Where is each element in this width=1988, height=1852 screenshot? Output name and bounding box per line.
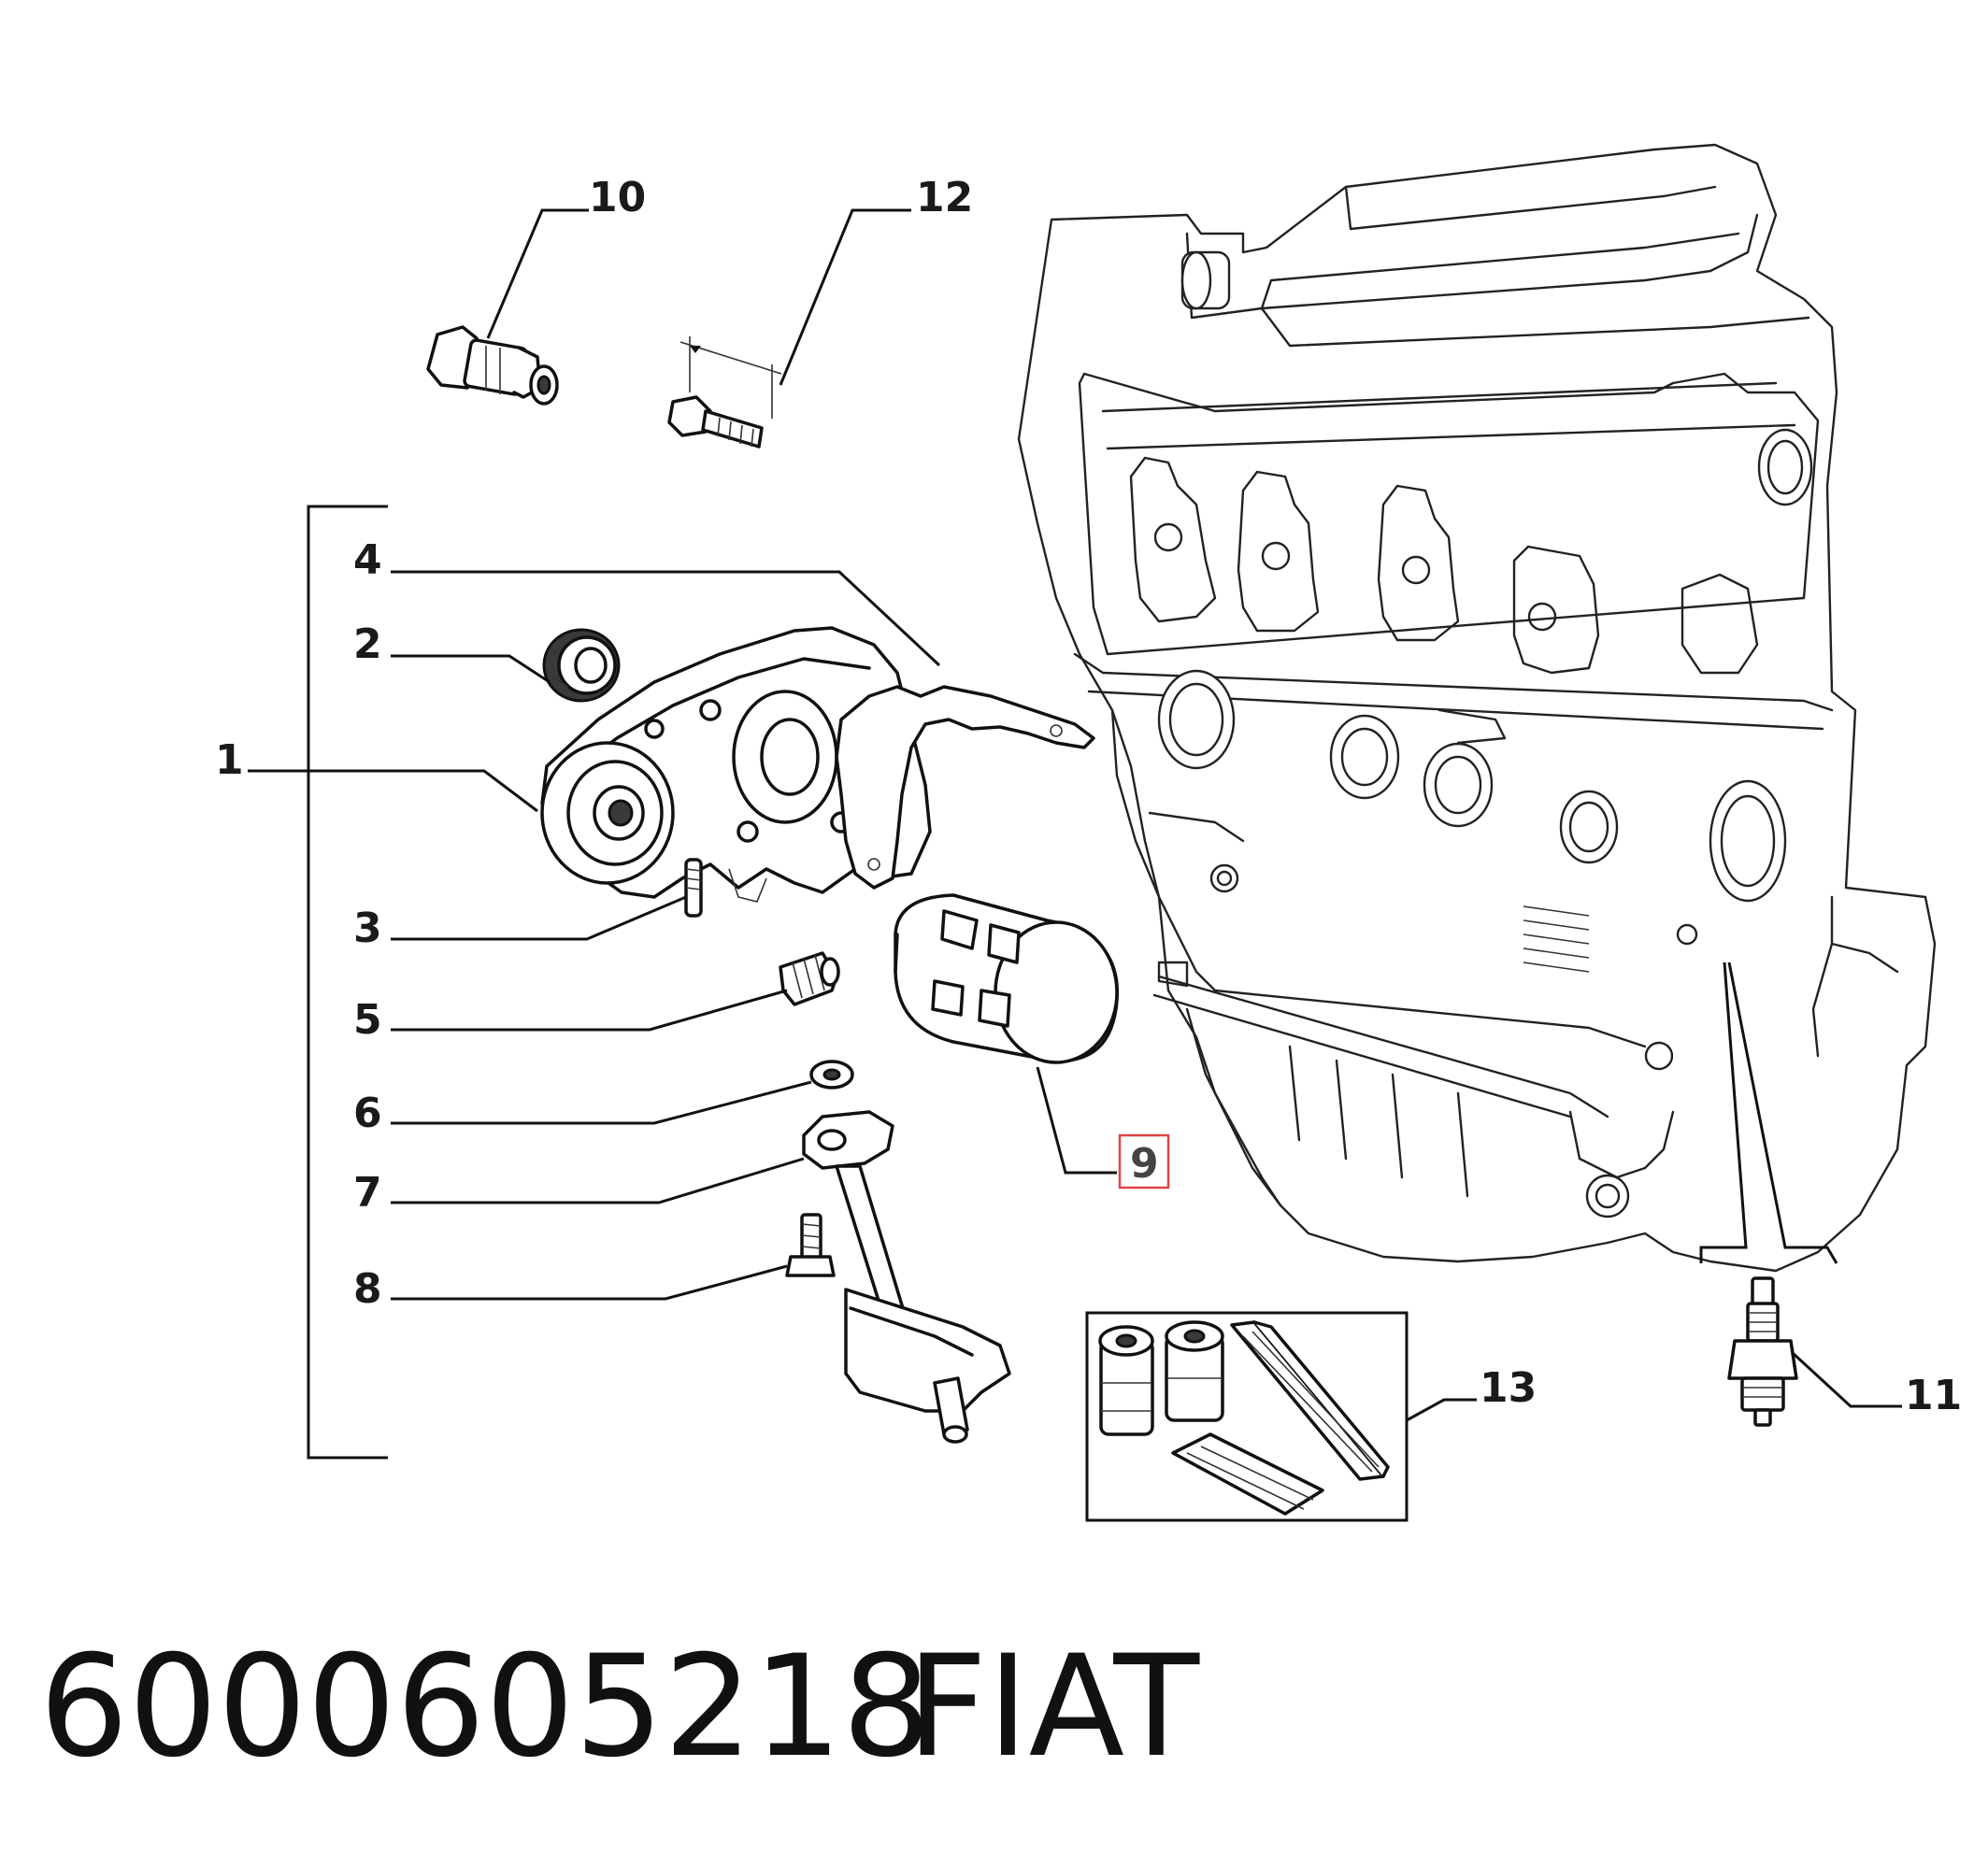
callout-11: 11 (1905, 1372, 1962, 1419)
leader-9 (1036, 1066, 1117, 1175)
callout-labels: 10 12 4 2 1 3 5 6 7 8 9 13 11 (215, 174, 1962, 1419)
leader-lines (248, 208, 1902, 1422)
caption: 6000605218 FIAT (39, 1626, 1200, 1788)
callout-4: 4 (353, 536, 382, 584)
callout-5: 5 (353, 996, 382, 1044)
part-8-bolt (785, 1213, 836, 1277)
brand-caption: FIAT (907, 1626, 1200, 1788)
leader-1 (248, 769, 538, 813)
leader-11-engine (1699, 962, 1748, 1263)
part-10-pressure-switch (426, 325, 559, 406)
leader-12 (779, 208, 911, 386)
leader-7 (391, 1157, 805, 1204)
leader-3 (391, 895, 687, 941)
part-3-stud (684, 858, 703, 918)
leader-11 (1791, 1351, 1902, 1408)
part-6-washer (809, 1060, 854, 1090)
leader-13 (1406, 1398, 1477, 1422)
callout-9-highlight-box (1118, 1133, 1170, 1190)
part-2-seal (542, 628, 621, 703)
engine-block-illustration (1017, 143, 1937, 1273)
callout-6: 6 (353, 1090, 382, 1137)
leader-10 (486, 208, 589, 339)
part-number-caption: 6000605218 (39, 1626, 931, 1788)
leader-8 (391, 1264, 788, 1301)
callout-7: 7 (353, 1169, 382, 1217)
callout-2: 2 (353, 620, 382, 668)
part-11-spark-plug (1727, 1276, 1798, 1427)
callout-12: 12 (916, 174, 973, 221)
leader-6 (391, 1080, 812, 1125)
leader-11-engine-b (1727, 962, 1838, 1264)
part-5-plug (779, 951, 840, 1006)
assembly-bracket (307, 505, 388, 1460)
callout-13: 13 (1480, 1364, 1537, 1412)
leader-2 (391, 654, 551, 684)
callout-9: 9 (1130, 1140, 1159, 1188)
part-4-gasket (835, 685, 1095, 890)
part-1-oil-pump (540, 626, 932, 903)
part-9-oil-filter (894, 893, 1119, 1064)
callout-1: 1 (215, 736, 244, 784)
callout-8: 8 (353, 1265, 382, 1313)
callout-3: 3 (353, 905, 382, 952)
part-13-filter-kit (1085, 1311, 1409, 1522)
part-12-bolt (667, 336, 782, 449)
leader-4 (391, 570, 941, 667)
callout-10: 10 (589, 174, 646, 221)
part-7-oil-pickup (802, 1110, 1011, 1444)
leader-5 (391, 989, 788, 1032)
